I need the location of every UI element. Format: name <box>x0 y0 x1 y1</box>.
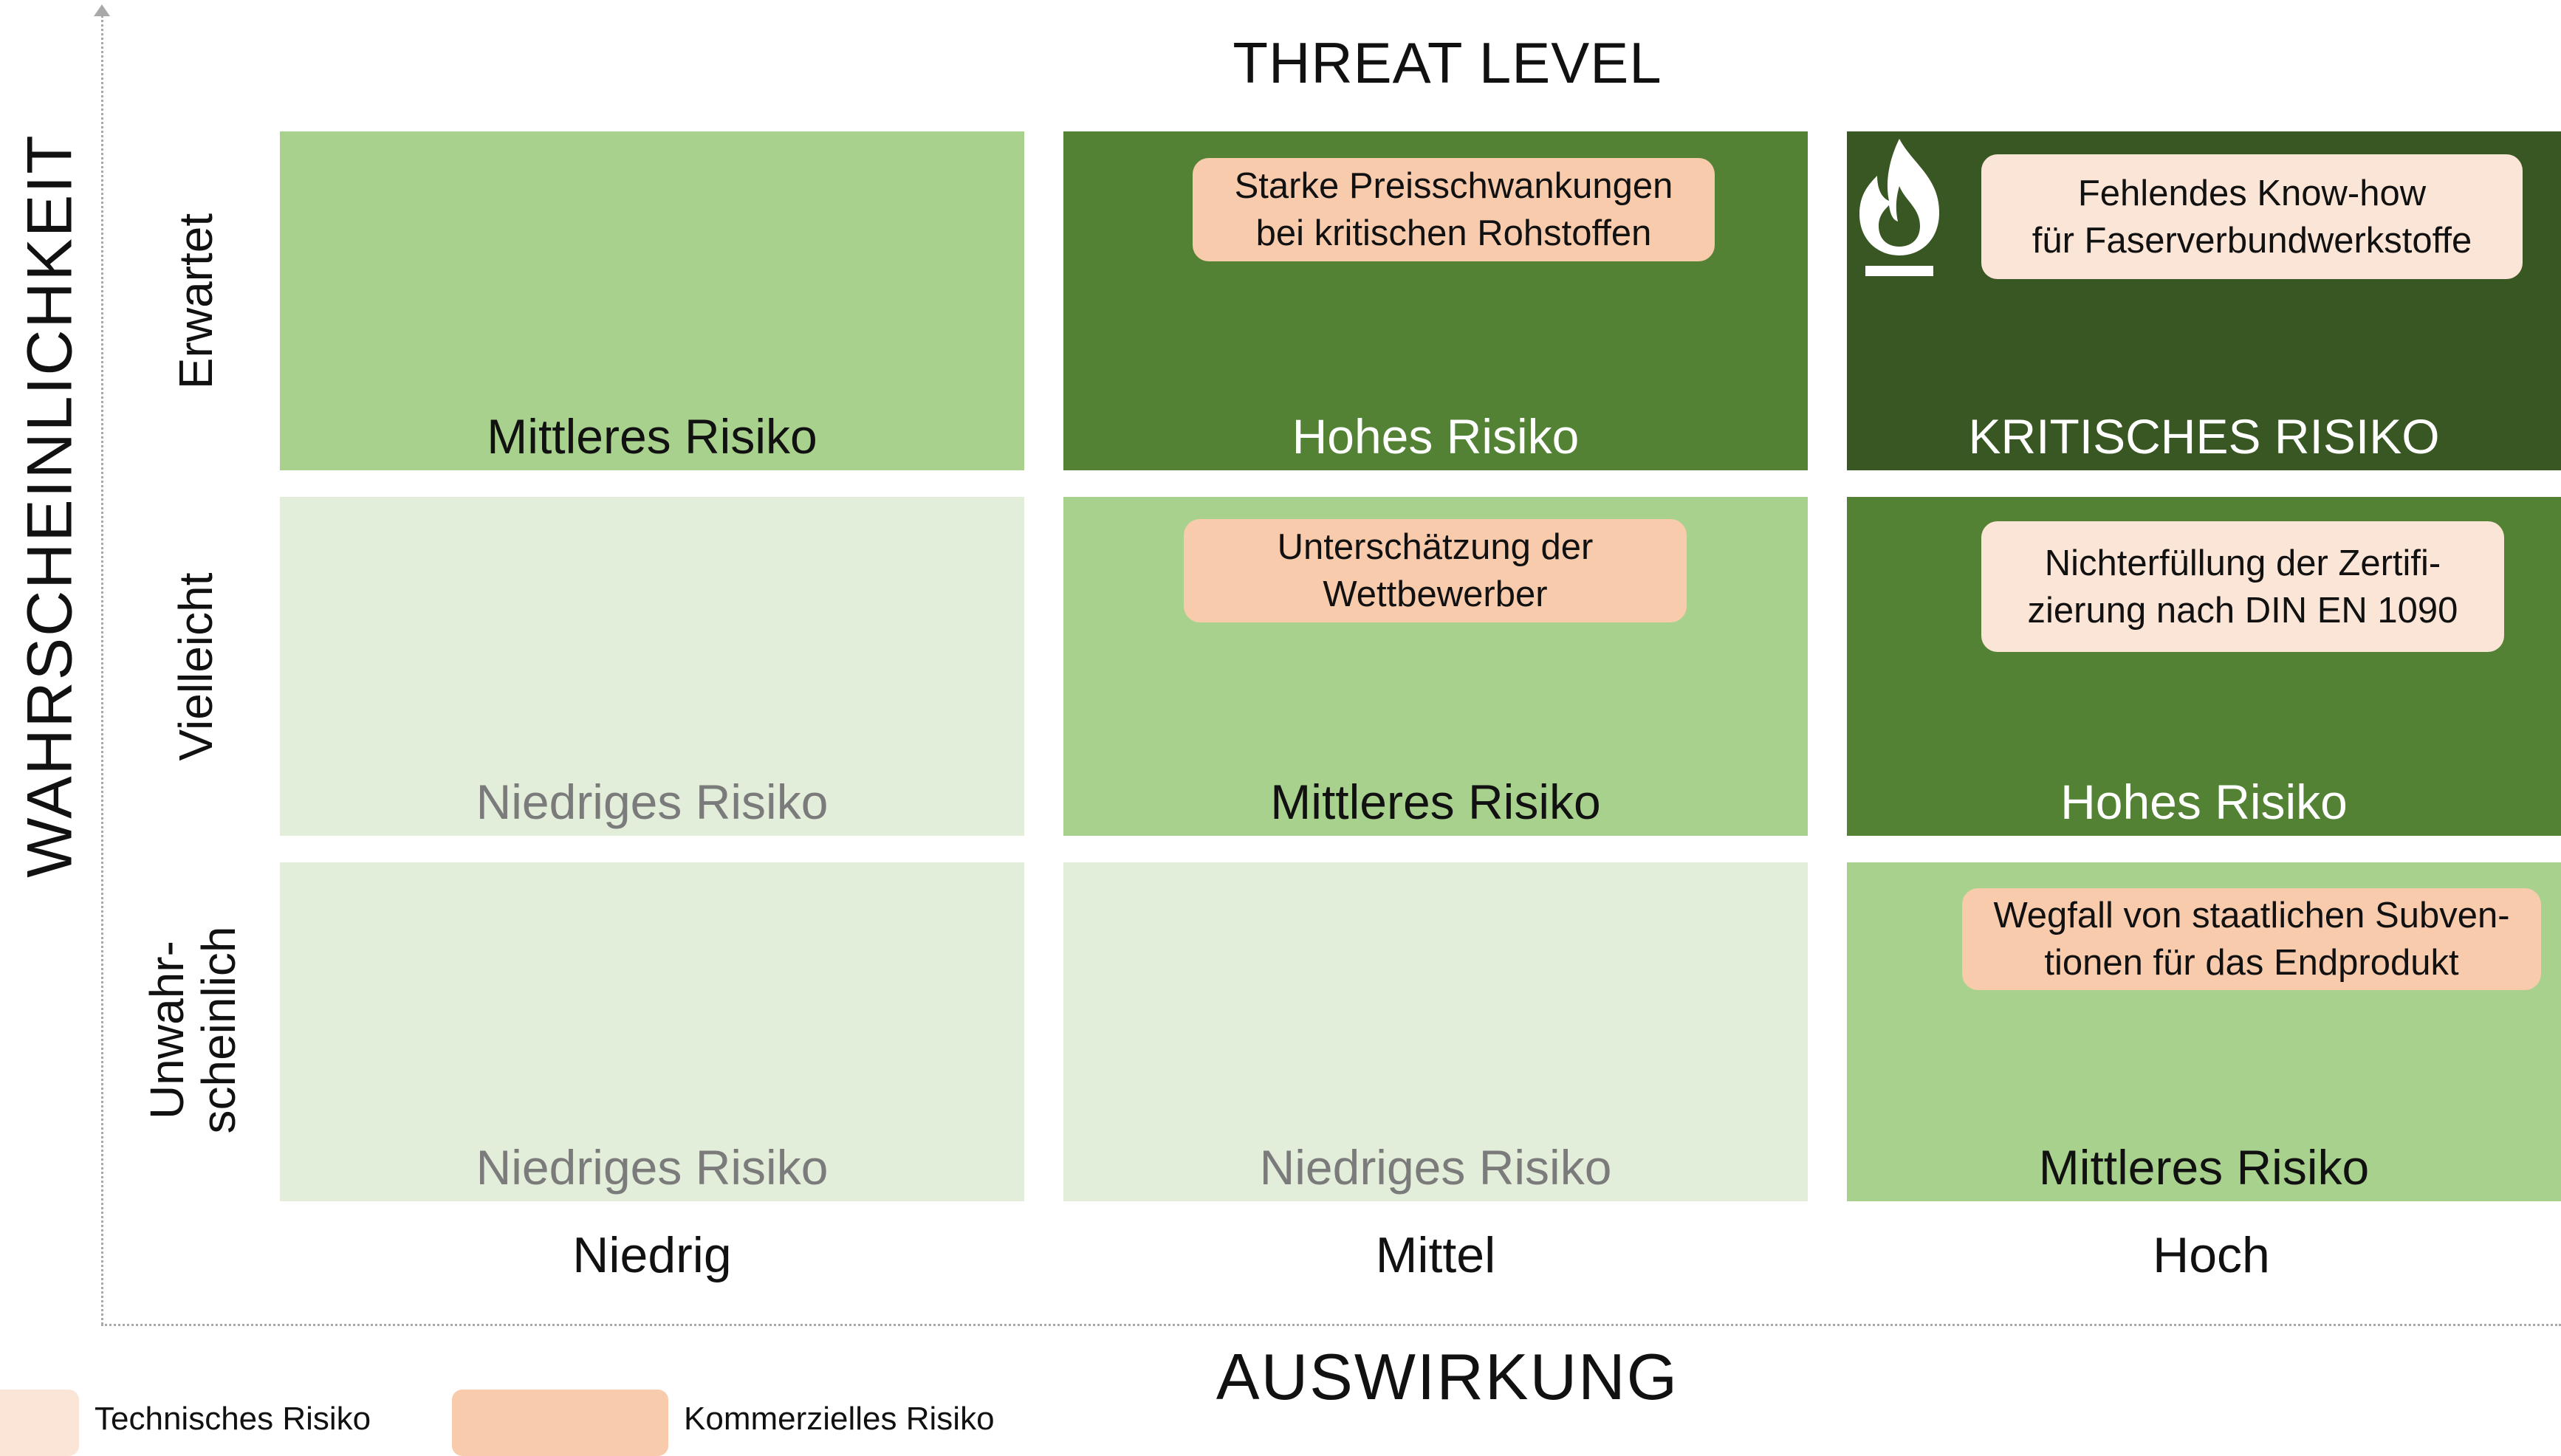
cell-risk-label: Mittleres Risiko <box>487 409 817 464</box>
chart-title: THREAT LEVEL <box>1232 30 1662 95</box>
cell-risk-label: Niedriges Risiko <box>1259 1140 1612 1195</box>
cell-risk-label: Niedriges Risiko <box>476 1140 829 1195</box>
legend-label-commercial: Kommerzielles Risiko <box>684 1401 995 1437</box>
x-axis-line <box>101 1324 2561 1326</box>
legend-swatch-commercial <box>452 1390 668 1456</box>
cell-unlikely-low: Niedriges Risiko <box>280 862 1024 1201</box>
cell-risk-label: Mittleres Risiko <box>1270 775 1601 829</box>
risk-box-technical: Nichterfüllung der Zertifi- zierung nach… <box>1981 521 2504 652</box>
risk-box-technical: Fehlendes Know-how für Faserverbundwerks… <box>1981 154 2523 279</box>
row-label-unlikely-text: Unwahr- scheinlich <box>140 926 245 1134</box>
cell-risk-label: Mittleres Risiko <box>2038 1140 2370 1195</box>
risk-box-commercial: Unterschätzung der Wettbewerber <box>1184 519 1687 622</box>
cell-risk-label: KRITISCHES RISIKO <box>1968 409 2440 464</box>
row-label-maybe-text: Vielleicht <box>169 572 222 761</box>
risk-box-commercial: Wegfall von staatlichen Subven- tionen f… <box>1962 888 2541 990</box>
cell-maybe-low: Niedriges Risiko <box>280 497 1024 836</box>
column-label-low: Niedrig <box>572 1227 732 1283</box>
row-label-expected-text: Erwartet <box>169 213 222 390</box>
legend-swatch-technical <box>0 1390 79 1456</box>
risk-box-commercial: Starke Preisschwankungen bei kritischen … <box>1193 158 1715 261</box>
legend-label-technical: Technisches Risiko <box>95 1401 371 1437</box>
cell-risk-label: Hohes Risiko <box>2060 775 2348 829</box>
flammable-hazard-icon <box>1859 139 1939 276</box>
y-axis-arrow <box>94 4 110 16</box>
cell-risk-label: Hohes Risiko <box>1292 409 1580 464</box>
y-axis-title-text: WAHRSCHEINLICHKEIT <box>14 134 86 878</box>
cell-risk-label: Niedriges Risiko <box>476 775 829 829</box>
cell-unlikely-mid: Niedriges Risiko <box>1063 862 1808 1201</box>
cell-expected-low: Mittleres Risiko <box>280 131 1024 470</box>
x-axis-title: AUSWIRKUNG <box>1216 1340 1679 1413</box>
column-label-mid: Mittel <box>1375 1227 1496 1283</box>
y-axis-line <box>101 10 103 1325</box>
column-label-high: Hoch <box>2153 1227 2270 1283</box>
